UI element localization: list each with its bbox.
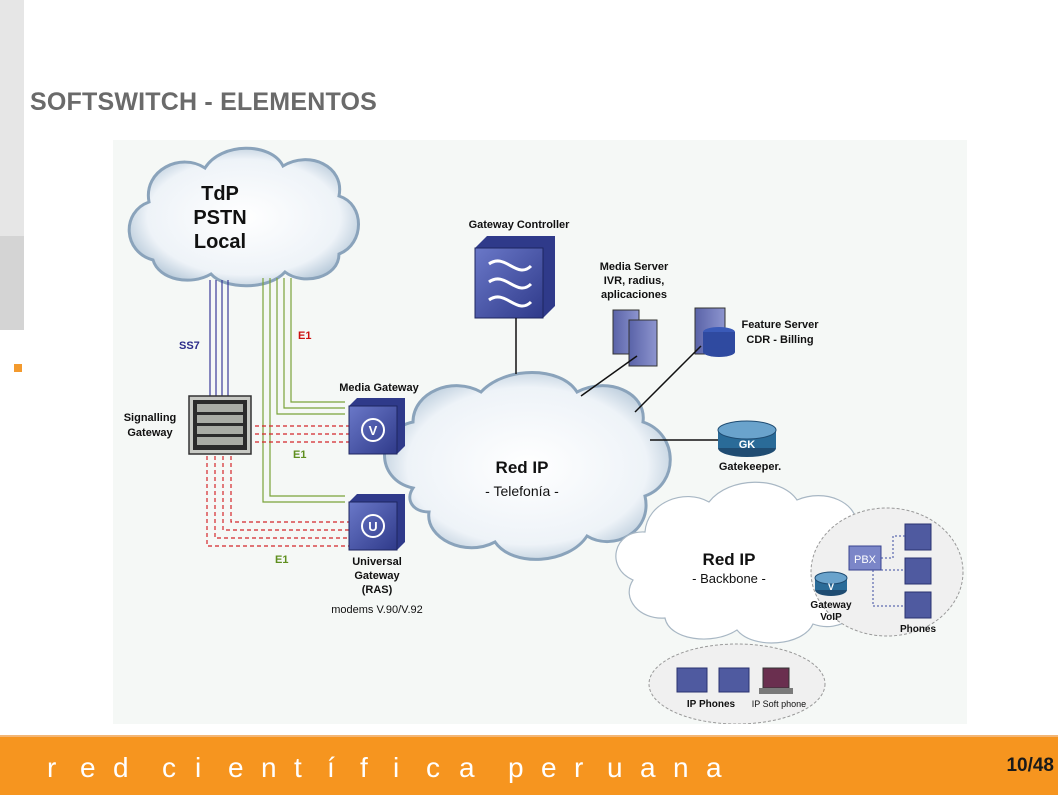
voip-gateway-icon: V	[828, 582, 834, 592]
left-decor-bar-dark	[0, 236, 24, 330]
universal-gateway-device: U	[348, 494, 405, 551]
gateway-voip-line1: Gateway	[810, 600, 852, 611]
feature-server-line2: CDR - Billing	[746, 334, 813, 346]
ss7-links	[209, 280, 229, 398]
media-gateway-label: Media Gateway	[339, 382, 419, 394]
soft-phone-device	[759, 667, 793, 694]
media-server-line1: Media Server	[600, 261, 669, 273]
network-diagram: TdP PSTN Local SS7 E1 E1 E1 S	[113, 140, 967, 724]
e1-label-top: E1	[298, 330, 311, 342]
universal-gateway-line3: (RAS)	[362, 584, 393, 596]
phones-group	[904, 523, 932, 619]
gateway-controller-label: Gateway Controller	[469, 219, 571, 231]
universal-gateway-icon: U	[368, 519, 377, 534]
media-gateway-device: V	[348, 398, 405, 455]
orange-bullet	[14, 364, 22, 372]
e1-green-links	[262, 278, 345, 503]
signalling-gateway-device	[188, 395, 252, 455]
slide-title: SOFTSWITCH - ELEMENTOS	[30, 88, 377, 116]
voip-gateway-device: V	[814, 571, 848, 596]
signalling-gateway-line1: Signalling	[124, 412, 177, 424]
media-server-line3: aplicaciones	[601, 289, 667, 301]
gatekeeper-label: Gatekeeper.	[719, 461, 781, 473]
pbx-phone-links	[872, 535, 905, 607]
red-ip-telefonia-line2: - Telefonía -	[485, 483, 559, 499]
footer-bar: r e d c i e n t í f i c a p e r u a n a	[0, 735, 1058, 795]
ip-phones-label: IP Phones	[687, 699, 736, 710]
page-number: 10/48	[1006, 755, 1054, 776]
ip-soft-phone-label: IP Soft phone	[752, 699, 806, 709]
feature-server-link	[634, 345, 702, 413]
pstn-cloud-line3: Local	[194, 231, 246, 253]
feature-server-device	[694, 307, 735, 357]
universal-gateway-line2: Gateway	[354, 570, 400, 582]
signalling-gateway-line2: Gateway	[127, 427, 173, 439]
media-gateway-icon: V	[369, 423, 378, 438]
red-ip-backbone-line2: - Backbone -	[692, 571, 766, 586]
universal-gateway-line1: Universal	[352, 556, 402, 568]
gatekeeper-icon-text: GK	[739, 439, 756, 451]
pstn-cloud: TdP PSTN Local	[127, 146, 360, 288]
gateway-controller-device	[474, 236, 555, 319]
feature-server-line1: Feature Server	[741, 319, 819, 331]
red-ip-backbone-line1: Red IP	[703, 550, 756, 569]
red-ip-telefonia-line1: Red IP	[496, 458, 549, 477]
ip-phones-group	[676, 667, 750, 693]
e1-label-bottom: E1	[275, 554, 288, 566]
pbx-label: PBX	[854, 554, 877, 566]
gateway-voip-line2: VoIP	[820, 612, 842, 623]
diagram-svg: TdP PSTN Local SS7 E1 E1 E1 S	[124, 146, 964, 724]
phones-label: Phones	[900, 624, 937, 635]
footer-brand: r e d c i e n t í f i c a p e r u a n a	[47, 752, 722, 783]
gatekeeper-device: GK	[717, 420, 777, 457]
red-ip-telefonia-cloud: Red IP - Telefonía -	[383, 371, 672, 561]
pbx-device: PBX	[848, 545, 882, 571]
media-server-link	[580, 355, 638, 397]
pstn-cloud-line1: TdP	[201, 183, 239, 205]
e1-label-mid: E1	[293, 449, 306, 461]
tdm-red-links	[206, 425, 349, 547]
pstn-cloud-line2: PSTN	[193, 207, 246, 229]
ss7-label: SS7	[179, 340, 200, 352]
universal-gateway-line4: modems V.90/V.92	[331, 604, 423, 616]
media-server-line2: IVR, radius,	[604, 275, 665, 287]
